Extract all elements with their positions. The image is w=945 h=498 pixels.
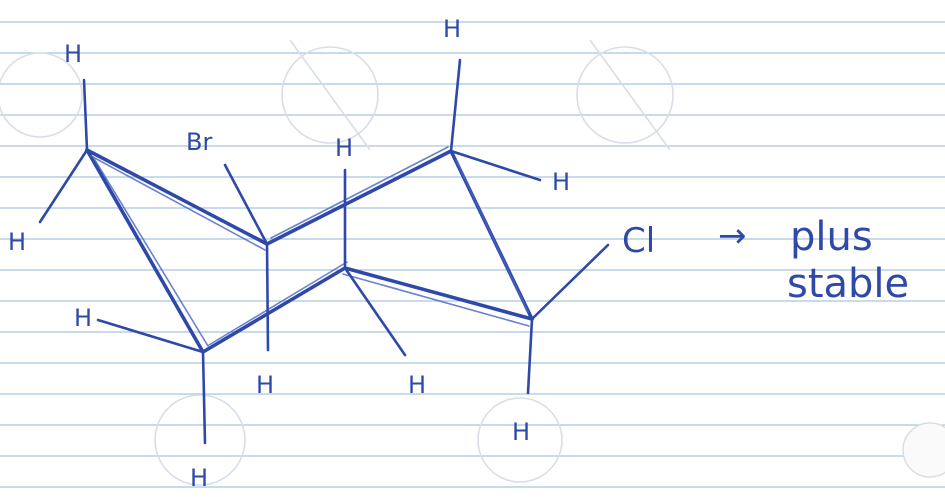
show-through-marks: [0, 39, 674, 486]
bond-c2-h-down: [265, 242, 270, 352]
label-h-top-right: H: [443, 15, 461, 43]
ring-bond-4: [343, 266, 534, 321]
label-h-mid-axial-up: H: [335, 134, 353, 162]
label-h-mid-down: H: [408, 371, 426, 399]
label-h-mid-bottom: H: [256, 371, 274, 399]
bond-c4-h-eq: [449, 149, 542, 182]
bond-c3-h-down: [343, 266, 407, 357]
chair-ring-overstroke: [90, 146, 530, 347]
label-h-top-left: H: [64, 40, 82, 68]
label-h-lower-left-eq: H: [74, 304, 92, 332]
bond-c6-h-down: [201, 350, 207, 445]
bond-c5-h-down: [526, 317, 534, 395]
label-h-bottom-left: H: [190, 464, 208, 492]
atom-labels: H H Br H H H Cl H H H H H: [8, 15, 655, 492]
ring-bond-1: [85, 148, 269, 246]
ring-bond-6: [85, 148, 205, 354]
hole-punch: [902, 422, 945, 478]
label-h-bottom-right: H: [512, 418, 530, 446]
annotation-arrow: →: [718, 216, 747, 256]
bond-c1-h-eq: [38, 148, 89, 224]
ring-bond-5: [201, 266, 347, 354]
bond-c1-h-up: [82, 78, 89, 152]
label-h-right-equatorial: H: [552, 168, 570, 196]
stability-annotation: → plus stable: [718, 214, 909, 307]
label-h-left-equatorial: H: [8, 228, 26, 256]
bond-c5-cl: [530, 243, 610, 321]
bond-c2-br: [223, 163, 269, 246]
annotation-plus: plus: [790, 214, 873, 260]
bond-c6-h-eq: [96, 318, 205, 354]
annotation-stable: stable: [787, 261, 909, 307]
label-br: Br: [186, 128, 212, 156]
label-cl: Cl: [622, 221, 655, 261]
ring-bond-2: [265, 149, 453, 246]
bond-c4-h-up: [449, 58, 462, 153]
substituent-bonds: [38, 58, 610, 445]
